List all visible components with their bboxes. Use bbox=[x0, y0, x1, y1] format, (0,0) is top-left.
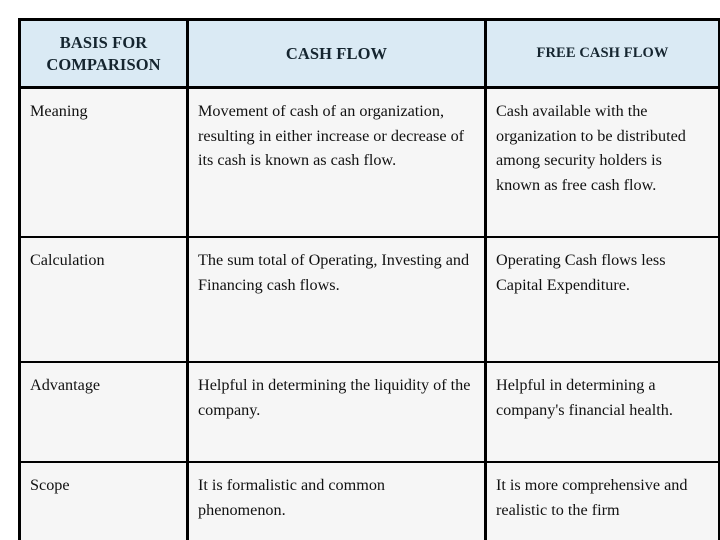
cell-text-basis: Meaning bbox=[30, 102, 88, 120]
cell-text-basis: Scope bbox=[30, 476, 70, 494]
table-row: Scope It is formalistic and common pheno… bbox=[18, 461, 720, 540]
table-header: BASIS FOR COMPARISON CASH FLOW FREE CASH… bbox=[18, 18, 720, 89]
table-row: Advantage Helpful in determining the liq… bbox=[18, 361, 720, 463]
cell-basis-meaning: Meaning bbox=[18, 86, 189, 238]
cell-text-free-cash-flow: Operating Cash flows less Capital Expend… bbox=[496, 251, 666, 294]
cell-basis-scope: Scope bbox=[18, 461, 189, 540]
header-label-free-cash-flow: FREE CASH FLOW bbox=[536, 45, 669, 62]
cell-cash-flow-scope: It is formalistic and common phenomenon. bbox=[186, 461, 487, 540]
cell-cash-flow-advantage: Helpful in determining the liquidity of … bbox=[186, 361, 487, 463]
cell-text-basis: Advantage bbox=[30, 376, 101, 394]
table-row: Calculation The sum total of Operating, … bbox=[18, 236, 720, 363]
cell-cash-flow-calculation: The sum total of Operating, Investing an… bbox=[186, 236, 487, 363]
cell-text-cash-flow: The sum total of Operating, Investing an… bbox=[198, 251, 470, 294]
cell-text-cash-flow: Helpful in determining the liquidity of … bbox=[198, 376, 471, 419]
header-row: BASIS FOR COMPARISON CASH FLOW FREE CASH… bbox=[18, 18, 720, 89]
column-header-free-cash-flow: FREE CASH FLOW bbox=[484, 18, 720, 89]
table-row: Meaning Movement of cash of an organizat… bbox=[18, 86, 720, 238]
cell-cash-flow-meaning: Movement of cash of an organization, res… bbox=[186, 86, 487, 238]
cell-basis-calculation: Calculation bbox=[18, 236, 189, 363]
cell-text-cash-flow: Movement of cash of an organization, res… bbox=[198, 102, 465, 170]
cell-free-cash-flow-calculation: Operating Cash flows less Capital Expend… bbox=[484, 236, 720, 363]
header-label-basis: BASIS FOR COMPARISON bbox=[46, 33, 161, 74]
cell-text-free-cash-flow: It is more comprehensive and realistic t… bbox=[496, 476, 688, 519]
table-body: Meaning Movement of cash of an organizat… bbox=[18, 86, 720, 540]
cell-free-cash-flow-advantage: Helpful in determining a company's finan… bbox=[484, 361, 720, 463]
cell-text-cash-flow: It is formalistic and common phenomenon. bbox=[198, 476, 386, 519]
column-header-basis-for-comparison: BASIS FOR COMPARISON bbox=[18, 18, 189, 89]
cell-basis-advantage: Advantage bbox=[18, 361, 189, 463]
header-label-cash-flow: CASH FLOW bbox=[285, 43, 388, 63]
cell-text-free-cash-flow: Cash available with the organization to … bbox=[496, 102, 686, 194]
cell-text-basis: Calculation bbox=[30, 251, 105, 269]
comparison-table: BASIS FOR COMPARISON CASH FLOW FREE CASH… bbox=[18, 18, 720, 540]
cell-free-cash-flow-meaning: Cash available with the organization to … bbox=[484, 86, 720, 238]
cell-free-cash-flow-scope: It is more comprehensive and realistic t… bbox=[484, 461, 720, 540]
cell-text-free-cash-flow: Helpful in determining a company's finan… bbox=[496, 376, 673, 419]
column-header-cash-flow: CASH FLOW bbox=[186, 18, 487, 89]
